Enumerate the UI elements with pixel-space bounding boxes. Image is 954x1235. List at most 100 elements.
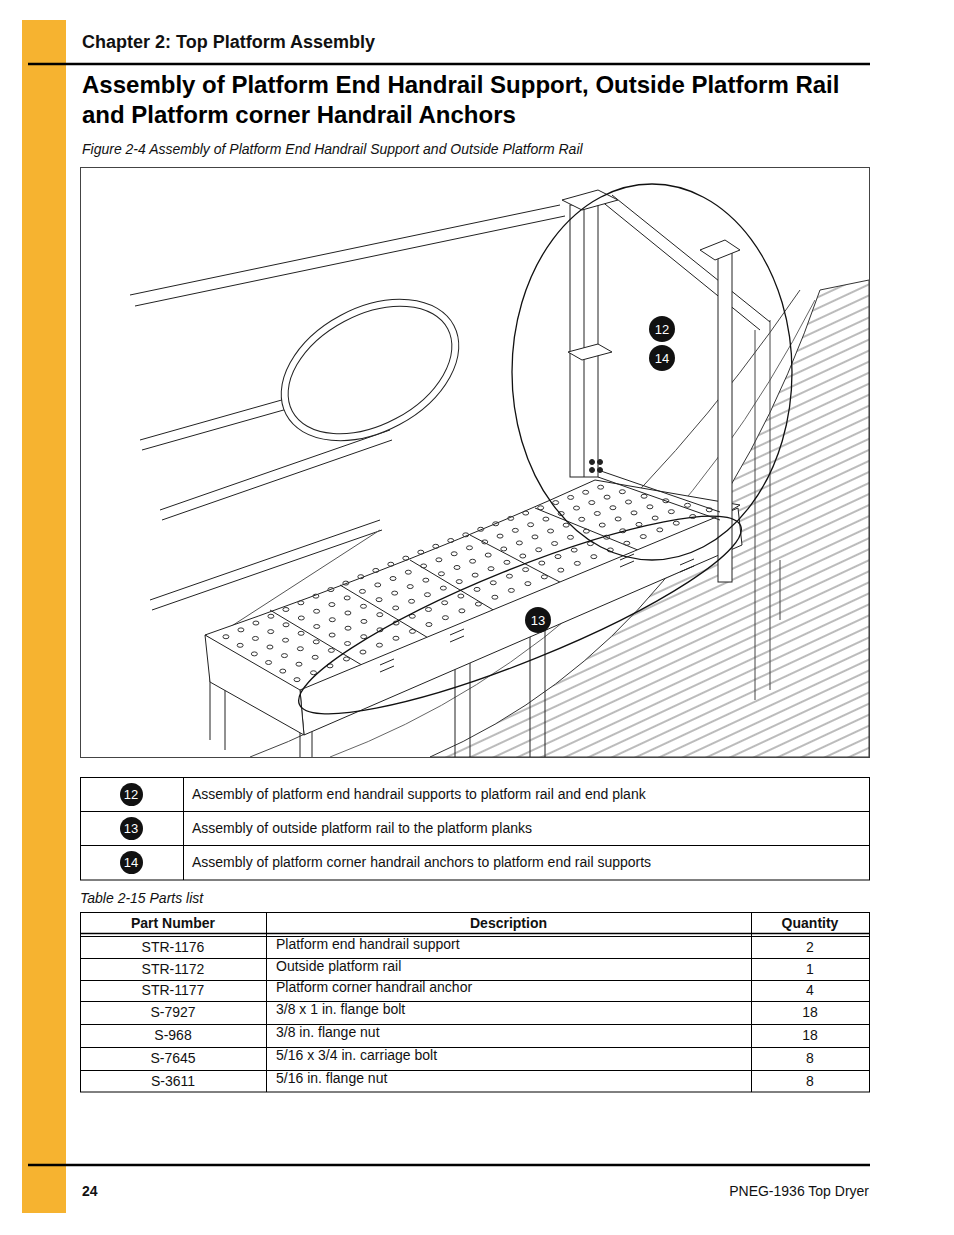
part-quantity: 18 xyxy=(751,1001,869,1024)
callout-number: 12 xyxy=(649,316,675,342)
part-number: S-7645 xyxy=(80,1047,266,1070)
part-number: S-3611 xyxy=(80,1070,266,1092)
plank-hole xyxy=(501,547,507,551)
part-quantity: 8 xyxy=(751,1047,869,1070)
plank-hole xyxy=(252,636,258,640)
plank-hole xyxy=(267,645,273,649)
figure-frame xyxy=(81,168,870,758)
table-header: Part Number xyxy=(80,913,266,934)
plank-hole xyxy=(393,636,399,640)
plank-hole xyxy=(568,495,574,499)
plank-hole xyxy=(418,550,424,554)
callout-text: 12 xyxy=(124,788,138,801)
plank-hole xyxy=(657,528,663,532)
plank-hole xyxy=(373,568,379,572)
plank-hole xyxy=(393,606,399,610)
plank-hole xyxy=(345,611,351,615)
part-quantity: 4 xyxy=(751,980,869,1001)
plank-hole xyxy=(673,521,679,525)
page-title: Assembly of Platform End Handrail Suppor… xyxy=(82,70,882,130)
plank-hole xyxy=(525,582,531,586)
plank-hole xyxy=(294,678,300,682)
plank-hole xyxy=(358,575,364,579)
plank-hole xyxy=(485,553,491,557)
plank-hole xyxy=(619,490,625,494)
part-quantity: 18 xyxy=(751,1024,869,1047)
plank-hole xyxy=(440,586,446,590)
plank-hole xyxy=(548,529,554,533)
plank-hole xyxy=(553,501,559,505)
plank-hole xyxy=(520,554,526,558)
document-id: PNEG-1936 Top Dryer xyxy=(569,1183,869,1200)
plank-hole xyxy=(409,629,415,633)
callout-text: 13 xyxy=(531,614,545,627)
plank-hole xyxy=(475,602,481,606)
page-number: 24 xyxy=(82,1183,98,1200)
plank-hole xyxy=(492,595,498,599)
plank-hole xyxy=(641,494,647,498)
plank-hole xyxy=(377,613,383,617)
side-bar xyxy=(22,20,66,1213)
plank-hole xyxy=(448,539,454,543)
callout-number: 14 xyxy=(120,851,143,874)
plank-hole xyxy=(360,604,366,608)
plank-hole xyxy=(376,598,382,602)
plank-hole xyxy=(405,570,411,574)
plank-hole xyxy=(574,561,580,565)
plank-hole xyxy=(296,662,302,666)
plank-hole xyxy=(343,581,349,585)
plank-hole xyxy=(508,588,514,592)
plank-hole xyxy=(539,561,545,565)
plank-hole xyxy=(238,628,244,632)
plank-hole xyxy=(552,542,558,546)
plank-hole xyxy=(281,654,287,658)
plank-hole xyxy=(589,501,595,505)
plank-hole xyxy=(283,623,289,627)
plank-hole xyxy=(361,619,367,623)
chapter-header: Chapter 2: Top Platform Assembly xyxy=(82,32,375,54)
plank-hole xyxy=(647,505,653,509)
plank-hole xyxy=(313,594,319,598)
plank-hole xyxy=(409,599,415,603)
plank-hole xyxy=(421,564,427,568)
plank-hole xyxy=(329,603,335,607)
plank-hole xyxy=(482,540,488,544)
plank-hole xyxy=(594,511,600,515)
plank-hole xyxy=(652,516,658,520)
callout-description: Assembly of platform corner handrail anc… xyxy=(192,845,651,879)
plank-hole xyxy=(504,560,510,564)
part-quantity: 1 xyxy=(751,958,869,980)
plank-hole xyxy=(407,585,413,589)
plank-hole xyxy=(433,544,439,548)
plank-hole xyxy=(297,647,303,651)
plank-hole xyxy=(343,657,349,661)
plank-hole xyxy=(328,588,334,592)
plank-hole xyxy=(474,587,480,591)
plank-hole xyxy=(512,528,518,532)
table-caption: Table 2-15 Parts list xyxy=(80,890,203,907)
plank-hole xyxy=(403,556,409,560)
plank-hole xyxy=(436,558,442,562)
plank-hole xyxy=(532,535,538,539)
part-description: Platform end handrail support xyxy=(276,934,460,955)
plank-hole xyxy=(458,594,464,598)
plank-hole xyxy=(283,638,289,642)
part-number: S-7927 xyxy=(80,1001,266,1024)
plank-hole xyxy=(314,625,320,629)
plank-hole xyxy=(493,522,499,526)
plank-hole xyxy=(280,669,286,673)
header-rule xyxy=(28,63,870,66)
plank-hole xyxy=(668,510,674,514)
plank-hole xyxy=(361,635,367,639)
plank-hole xyxy=(360,650,366,654)
figure-caption: Figure 2-4 Assembly of Platform End Hand… xyxy=(82,141,583,157)
plank-hole xyxy=(599,523,605,527)
part-description: 5/16 in. flange nut xyxy=(276,1067,387,1089)
plank-hole xyxy=(583,529,589,533)
plank-hole xyxy=(328,648,334,652)
plank-hole xyxy=(268,630,274,634)
plank-hole xyxy=(640,535,646,539)
plank-hole xyxy=(543,517,549,521)
plank-hole xyxy=(313,640,319,644)
